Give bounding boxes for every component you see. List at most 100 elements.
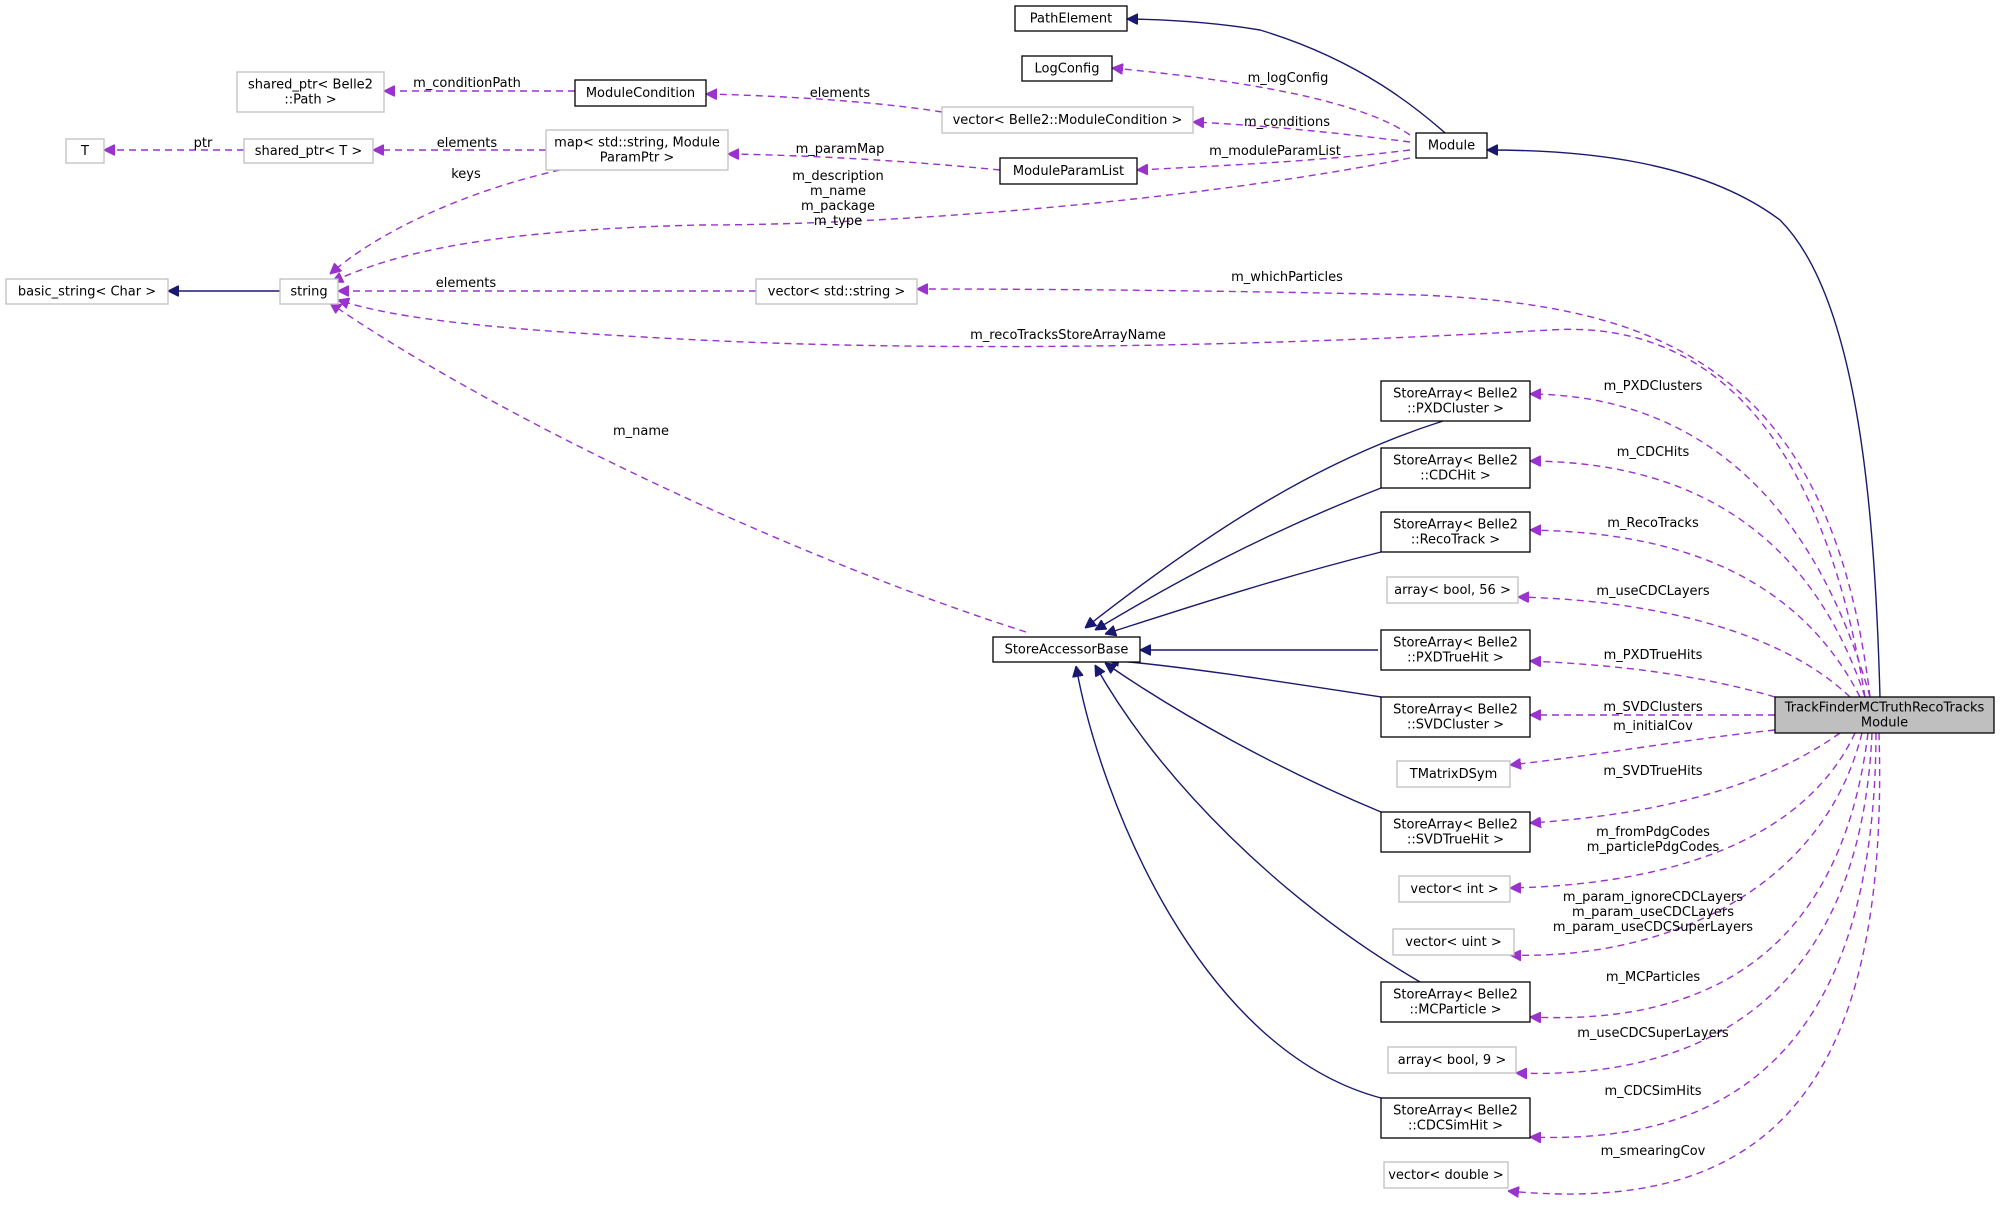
class-node-sa-svd-true-hit[interactable]: StoreArray< Belle2::SVDTrueHit > (1380, 811, 1531, 853)
class-node-box (1380, 380, 1531, 422)
usage-edge-module-vectormodulecondition (1193, 122, 1411, 143)
edges-layer (104, 19, 1881, 1194)
class-node-label: array< bool, 9 > (1398, 1053, 1506, 1068)
usage-edge-main-vectorint (1510, 732, 1856, 888)
usage-edge-map-string (330, 169, 561, 274)
inheritance-edge-main-module (1487, 150, 1881, 698)
class-node-box (1383, 1161, 1509, 1189)
class-node-sa-mc-particle[interactable]: StoreArray< Belle2::MCParticle > (1380, 981, 1531, 1023)
edge-label-whichparticles: m_whichParticles (1231, 270, 1343, 285)
class-node-array-bool-56: array< bool, 56 > (1386, 576, 1519, 604)
class-node-label: StoreAccessorBase (1005, 643, 1129, 658)
class-node-label: Module (1428, 139, 1475, 154)
inheritance-edge-svdcluster-sab (1108, 660, 1382, 698)
class-node-box (574, 79, 707, 107)
class-node-label: shared_ptr< Belle2 (248, 78, 373, 93)
usage-edge-vectormodulecondition-modulecondition (706, 94, 943, 113)
class-node-label: ::Path > (284, 93, 336, 108)
class-node-sa-pxd-cluster[interactable]: StoreArray< Belle2::PXDCluster > (1380, 380, 1531, 422)
class-node-log-config[interactable]: LogConfig (1021, 55, 1113, 82)
class-node-sa-pxd-true-hit[interactable]: StoreArray< Belle2::PXDTrueHit > (1380, 629, 1531, 671)
class-node-basic-string: basic_string< Char > (5, 278, 169, 305)
edge-label-pdgcodes: m_fromPdgCodes (1596, 825, 1710, 840)
edge-label-cdcsimhits: m_CDCSimHits (1604, 1084, 1701, 1099)
edge-label-recotracks: m_RecoTracks (1607, 516, 1699, 531)
class-node-label: vector< int > (1410, 882, 1498, 897)
edge-label-name: m_name (613, 424, 669, 439)
inheritance-edge-pxdcluster-sab (1085, 420, 1444, 628)
class-node-label: ::SVDCluster > (1407, 718, 1504, 733)
edge-label-paramlayers: m_param_useCDCLayers (1572, 905, 1734, 920)
class-node-box (65, 138, 105, 164)
class-node-label: T (80, 144, 89, 159)
class-node-box (1415, 132, 1488, 159)
class-node-label: ::SVDTrueHit > (1407, 833, 1504, 848)
edge-label-svdtruehits: m_SVDTrueHits (1603, 764, 1702, 779)
class-node-box (545, 129, 729, 171)
usage-edge-main-svdtruehit (1530, 732, 1841, 823)
usage-edge-main-cdcsimhit (1530, 732, 1877, 1137)
class-node-sa-svd-cluster[interactable]: StoreArray< Belle2::SVDCluster > (1380, 696, 1531, 738)
class-node-box (1387, 1046, 1517, 1074)
class-node-tmatrix: TMatrixDSym (1396, 760, 1511, 788)
class-node-module[interactable]: Module (1415, 132, 1488, 159)
class-node-vector-module-condition: vector< Belle2::ModuleCondition > (941, 106, 1194, 134)
edge-label-usecdcsuperlayers: m_useCDCSuperLayers (1577, 1026, 1729, 1041)
class-node-box (992, 636, 1141, 663)
class-node-array-bool-9: array< bool, 9 > (1387, 1046, 1517, 1074)
class-node-label: ::CDCHit > (1420, 469, 1490, 484)
class-node-box (1392, 928, 1515, 956)
usage-edge-moduleparamlist-map (728, 154, 1001, 171)
class-node-label: string (290, 285, 327, 300)
class-node-label: LogConfig (1035, 62, 1100, 77)
class-node-label: StoreArray< Belle2 (1393, 454, 1518, 469)
inheritance-edge-svdtruehit-sab (1105, 663, 1382, 813)
class-node-box (1380, 511, 1531, 553)
class-node-label: ModuleCondition (586, 86, 695, 101)
class-node-store-accessor-base[interactable]: StoreAccessorBase (992, 636, 1141, 663)
class-node-vector-string: vector< std::string > (755, 278, 918, 305)
edge-label-conditions: m_conditions (1244, 115, 1330, 130)
class-node-vector-int: vector< int > (1398, 875, 1511, 903)
usage-edge-main-arraybool9 (1516, 732, 1873, 1073)
usage-edge-main-arraybool56 (1518, 597, 1851, 698)
class-node-box (999, 157, 1138, 185)
class-node-box (1380, 696, 1531, 738)
edge-label-keys: keys (451, 167, 481, 182)
edge-label-cdchits: m_CDCHits (1617, 445, 1690, 460)
inheritance-edge-cdcsimhit-sab (1076, 666, 1382, 1099)
class-node-label: StoreArray< Belle2 (1393, 387, 1518, 402)
class-node-shared-ptr-path: shared_ptr< Belle2::Path > (236, 71, 385, 113)
class-node-module-param-list[interactable]: ModuleParamList (999, 157, 1138, 185)
class-node-sa-reco-track[interactable]: StoreArray< Belle2::RecoTrack > (1380, 511, 1531, 553)
inheritance-edge-mcparticle-sab (1094, 665, 1421, 983)
edge-label-recotracksname: m_recoTracksStoreArrayName (970, 328, 1166, 343)
edge-label-svdclusters: m_SVDClusters (1603, 700, 1702, 715)
class-node-T: T (65, 138, 105, 164)
class-node-sa-cdc-sim-hit[interactable]: StoreArray< Belle2::CDCSimHit > (1380, 1097, 1531, 1139)
class-node-box (1398, 875, 1511, 903)
edge-label-elements3: elements (436, 276, 497, 291)
class-node-path-element[interactable]: PathElement (1014, 5, 1128, 32)
class-node-label: StoreArray< Belle2 (1393, 818, 1518, 833)
class-node-label: TrackFinderMCTruthRecoTracks (1784, 701, 1985, 716)
class-node-label: StoreArray< Belle2 (1393, 703, 1518, 718)
edge-label-elements1: elements (810, 86, 871, 101)
class-node-label: vector< Belle2::ModuleCondition > (953, 113, 1183, 128)
class-node-box (1014, 5, 1128, 32)
class-node-box (1774, 696, 1995, 734)
class-node-label: StoreArray< Belle2 (1393, 988, 1518, 1003)
class-node-sa-cdc-hit[interactable]: StoreArray< Belle2::CDCHit > (1380, 447, 1531, 489)
usage-edge-sab-string (330, 303, 1027, 633)
edge-label-smearingcov: m_smearingCov (1601, 1144, 1706, 1159)
usage-edge-module-string (332, 157, 1411, 282)
class-node-label: basic_string< Char > (18, 285, 156, 300)
class-node-module-condition[interactable]: ModuleCondition (574, 79, 707, 107)
class-node-label: Module (1861, 716, 1908, 731)
class-node-label: vector< double > (1388, 1168, 1504, 1183)
class-node-label: vector< std::string > (768, 285, 905, 300)
class-node-label: ParamPtr > (600, 151, 675, 166)
